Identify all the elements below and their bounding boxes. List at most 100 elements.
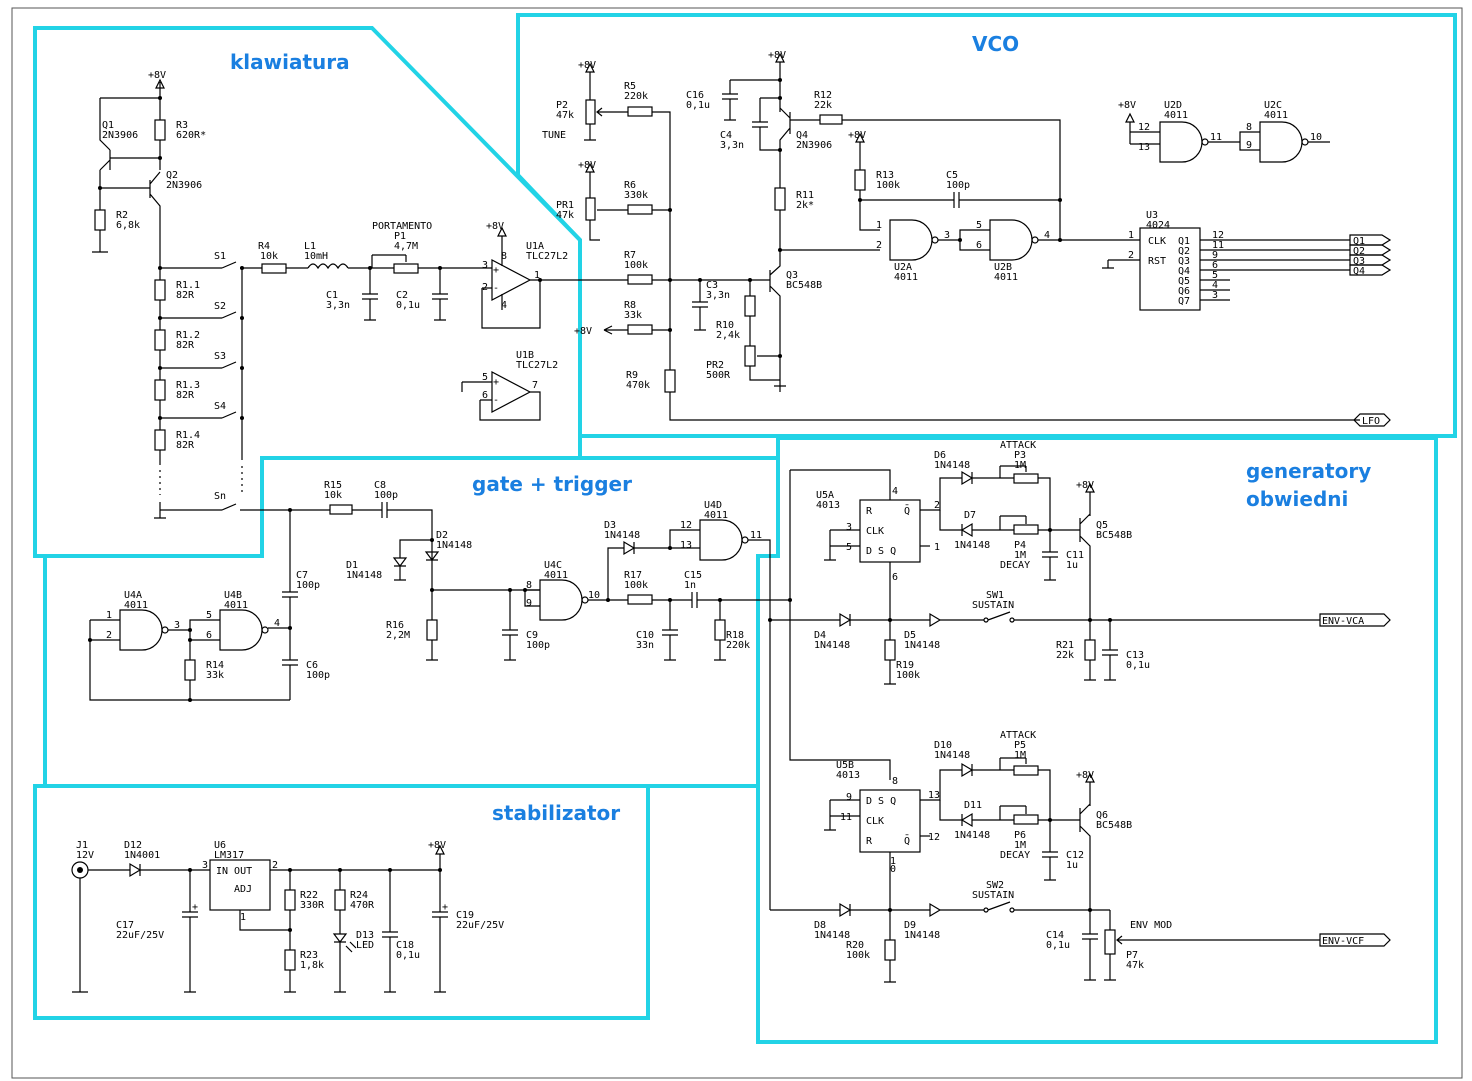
svg-text:1N4148: 1N4148 xyxy=(954,830,990,841)
svg-text:2,2M: 2,2M xyxy=(386,630,410,641)
svg-text:D1: D1 xyxy=(346,560,358,571)
svg-text:3: 3 xyxy=(1212,290,1218,301)
svg-text:IN OUT: IN OUT xyxy=(216,866,252,877)
svg-text:R6: R6 xyxy=(624,180,636,191)
svg-text:+8V: +8V xyxy=(768,50,786,61)
svg-text:9: 9 xyxy=(526,598,532,609)
svg-text:100k: 100k xyxy=(846,950,870,961)
svg-text:C19: C19 xyxy=(456,910,474,921)
svg-text:33k: 33k xyxy=(206,670,224,681)
svg-text:4,7M: 4,7M xyxy=(394,241,418,252)
svg-text:4024: 4024 xyxy=(1146,220,1170,231)
block-title-klawiatura: klawiatura xyxy=(230,50,350,74)
svg-text:8: 8 xyxy=(1246,122,1252,133)
svg-text:4: 4 xyxy=(1044,230,1050,241)
svg-text:+8V: +8V xyxy=(574,326,592,337)
svg-text:P3: P3 xyxy=(1014,450,1026,461)
svg-text:1N4148: 1N4148 xyxy=(814,640,850,651)
svg-text:+8V: +8V xyxy=(148,70,166,81)
svg-text:1N4001: 1N4001 xyxy=(124,850,160,861)
svg-text:1M: 1M xyxy=(1014,550,1026,561)
svg-text:47k: 47k xyxy=(556,210,574,221)
svg-text:470k: 470k xyxy=(626,380,650,391)
svg-text:4: 4 xyxy=(892,486,898,497)
svg-text:D S Q: D S Q xyxy=(866,796,896,807)
block-title-envelope-1: generatory xyxy=(1246,459,1371,483)
svg-text:0,1u: 0,1u xyxy=(396,300,420,311)
svg-text:C2: C2 xyxy=(396,290,408,301)
svg-text:DECAY: DECAY xyxy=(1000,560,1030,571)
svg-text:P1: P1 xyxy=(394,231,406,242)
svg-text:4011: 4011 xyxy=(544,570,568,581)
svg-text:3: 3 xyxy=(174,620,180,631)
svg-text:100k: 100k xyxy=(896,670,920,681)
border-envelope xyxy=(756,436,1438,1044)
svg-text:C12: C12 xyxy=(1066,850,1084,861)
svg-text:2: 2 xyxy=(1128,250,1134,261)
svg-text:+8V: +8V xyxy=(486,221,504,232)
svg-text:1M: 1M xyxy=(1014,840,1026,851)
svg-text:+8V: +8V xyxy=(848,130,866,141)
svg-text:620R*: 620R* xyxy=(176,130,206,141)
svg-text:2N3906: 2N3906 xyxy=(796,140,832,151)
svg-text:220k: 220k xyxy=(726,640,750,651)
svg-text:C14: C14 xyxy=(1046,930,1064,941)
svg-text:10: 10 xyxy=(1310,132,1322,143)
svg-text:C10: C10 xyxy=(636,630,654,641)
svg-text:P4: P4 xyxy=(1014,540,1026,551)
svg-text:C1: C1 xyxy=(326,290,338,301)
svg-text:U2C: U2C xyxy=(1264,100,1282,111)
svg-text:6: 6 xyxy=(1212,260,1218,271)
svg-text:100p: 100p xyxy=(296,580,320,591)
svg-text:SUSTAIN: SUSTAIN xyxy=(972,890,1014,901)
svg-text:+: + xyxy=(442,902,448,913)
svg-text:R3: R3 xyxy=(176,120,188,131)
border-stabilizator xyxy=(33,784,650,1020)
svg-text:-: - xyxy=(493,395,499,406)
svg-text:1: 1 xyxy=(934,542,940,553)
svg-text:C16: C16 xyxy=(686,90,704,101)
svg-text:U5B: U5B xyxy=(836,760,854,771)
svg-text:C15: C15 xyxy=(684,570,702,581)
svg-text:Q1: Q1 xyxy=(1353,236,1365,247)
svg-text:DECAY: DECAY xyxy=(1000,850,1030,861)
svg-text:4013: 4013 xyxy=(836,770,860,781)
svg-text:-: - xyxy=(493,283,499,294)
svg-text:R: R xyxy=(866,506,873,517)
svg-text:47k: 47k xyxy=(556,110,574,121)
svg-text:ENV MOD: ENV MOD xyxy=(1130,920,1172,931)
svg-text:BC548B: BC548B xyxy=(1096,820,1132,831)
svg-text:100p: 100p xyxy=(946,180,970,191)
svg-text:C8: C8 xyxy=(374,480,386,491)
svg-text:TLC27L2: TLC27L2 xyxy=(516,360,558,371)
svg-text:R14: R14 xyxy=(206,660,224,671)
svg-text:D3: D3 xyxy=(604,520,616,531)
svg-text:11: 11 xyxy=(840,812,852,823)
svg-text:R18: R18 xyxy=(726,630,744,641)
svg-text:330k: 330k xyxy=(624,190,648,201)
svg-text:BC548B: BC548B xyxy=(786,280,822,291)
outer-frame xyxy=(11,7,1463,1079)
svg-text:+8V: +8V xyxy=(1076,480,1094,491)
svg-text:12: 12 xyxy=(1138,122,1150,133)
svg-text:CLK: CLK xyxy=(1148,236,1166,247)
svg-text:R11: R11 xyxy=(796,190,814,201)
svg-text:+: + xyxy=(192,902,198,913)
svg-text:3,3n: 3,3n xyxy=(326,300,350,311)
svg-text:12: 12 xyxy=(680,520,692,531)
svg-text:TUNE: TUNE xyxy=(542,130,566,141)
svg-text:R19: R19 xyxy=(896,660,914,671)
svg-text:33n: 33n xyxy=(636,640,654,651)
svg-text:11: 11 xyxy=(1210,132,1222,143)
svg-text:100p: 100p xyxy=(526,640,550,651)
svg-text:D S Q: D S Q xyxy=(866,546,896,557)
svg-text:U4D: U4D xyxy=(704,500,722,511)
svg-text:C3: C3 xyxy=(706,280,718,291)
svg-text:R1.4: R1.4 xyxy=(176,430,200,441)
svg-text:4011: 4011 xyxy=(124,600,148,611)
svg-text:8: 8 xyxy=(892,776,898,787)
svg-text:D7: D7 xyxy=(964,510,976,521)
svg-text:13: 13 xyxy=(1138,142,1150,153)
svg-text:1: 1 xyxy=(106,610,112,621)
